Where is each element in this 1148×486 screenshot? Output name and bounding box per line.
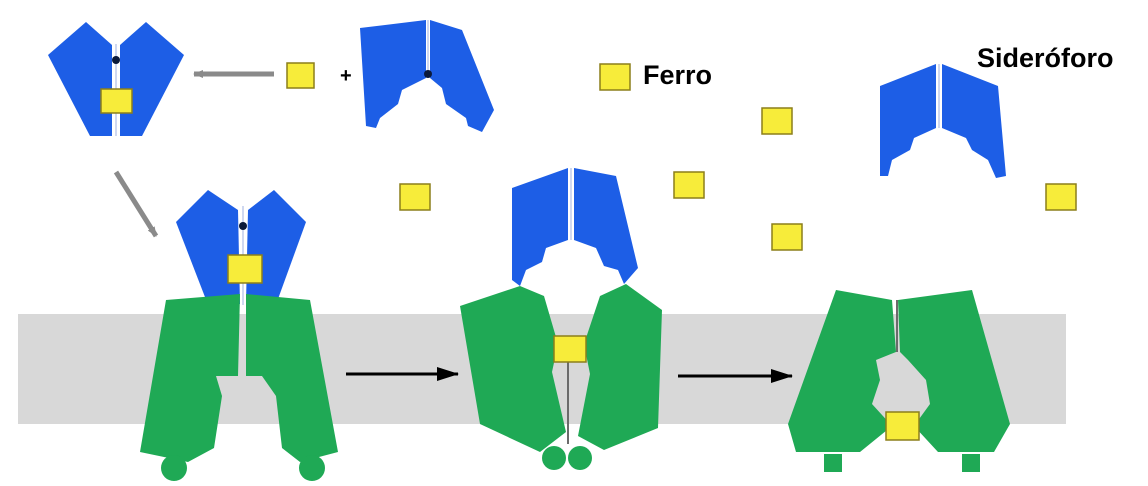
iron-ion [286, 62, 315, 89]
iron-ion [399, 183, 431, 211]
approach-arrow [113, 170, 159, 238]
iron-ion [673, 171, 705, 199]
receptor-stage-2 [460, 168, 662, 470]
iron-ion [885, 411, 920, 441]
iron-ion [227, 254, 263, 284]
siderophore-label: Sideróforo [977, 43, 1114, 73]
siderophore-molecule [360, 20, 494, 132]
iron-ion [100, 88, 133, 114]
iron-ion [599, 63, 631, 91]
plus-sign: + [340, 65, 352, 87]
iron-ion [553, 335, 587, 363]
siderophore-iron-complex [48, 22, 184, 136]
iron-label: Ferro [643, 60, 713, 90]
iron-ion [1045, 183, 1077, 211]
receptor-stage-1 [140, 190, 338, 481]
siderophore-molecule [880, 64, 1006, 178]
iron-ion [761, 107, 793, 135]
iron-ion [771, 223, 803, 251]
receptor-stage-3 [788, 290, 1010, 472]
